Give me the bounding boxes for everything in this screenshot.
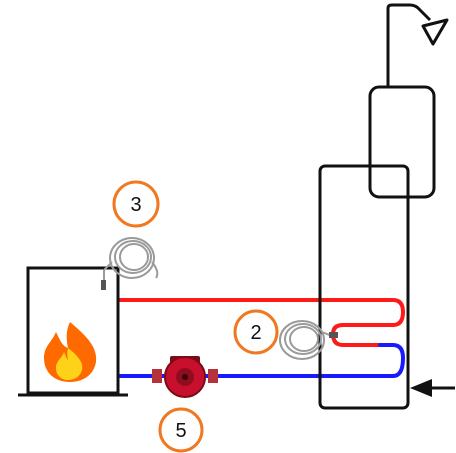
boiler-sensor: 3 xyxy=(101,180,160,290)
circulation-pump-icon xyxy=(152,356,218,398)
sensor-2-badge: 2 xyxy=(250,322,261,344)
badge-ring xyxy=(112,180,160,228)
pump-5-badge: 5 xyxy=(175,420,186,442)
pump-label: 5 xyxy=(158,407,204,453)
shower-head-icon xyxy=(421,18,449,46)
badge-ring xyxy=(233,309,279,355)
return-water-pipe xyxy=(116,343,405,378)
flame-icon xyxy=(44,322,97,382)
hot-water-pipe xyxy=(116,298,405,347)
sensor-3-badge: 3 xyxy=(130,194,141,216)
boiler xyxy=(18,266,128,397)
shower-outlet xyxy=(386,3,449,87)
coiled-cable-sensor-icon xyxy=(279,320,338,360)
expansion-vessel xyxy=(368,85,436,199)
storage-tank xyxy=(318,85,436,410)
badge-ring xyxy=(158,407,204,453)
arrow-left-icon xyxy=(410,379,455,397)
tank-sensor: 2 xyxy=(233,309,338,360)
tank-body xyxy=(318,164,410,410)
coiled-cable-sensor-icon xyxy=(101,237,159,290)
